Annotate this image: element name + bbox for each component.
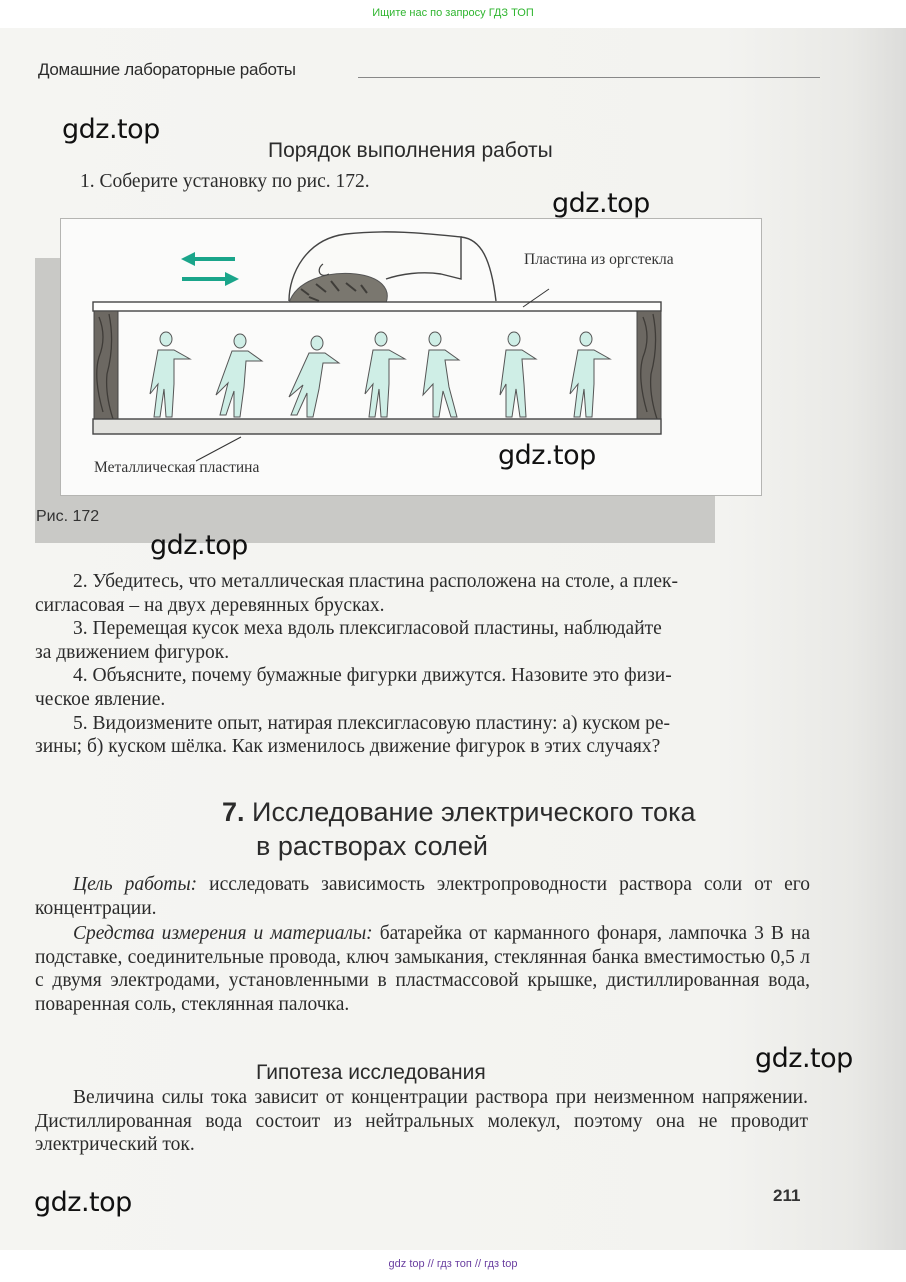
header-rule: [358, 77, 820, 78]
step-2: 2. Убедитесь, что металлическая пластина…: [35, 571, 678, 616]
plexiglass-plate: [92, 301, 662, 312]
procedure-title: Порядок выполнения работы: [268, 139, 553, 162]
hand-with-fur-icon: [288, 231, 497, 304]
figure-172: Пластина из оргстекла Металлическая плас…: [60, 218, 762, 496]
metal-plate: [92, 418, 662, 435]
watermark-stamp: gdz.top: [552, 188, 650, 219]
step-5: 5. Видоизмените опыт, натирая плексиглас…: [35, 712, 670, 758]
paper-figures: [149, 331, 612, 418]
watermark-stamp: gdz.top: [498, 440, 596, 471]
goal-paragraph: Цель работы: исследовать зависимость эле…: [35, 873, 810, 920]
materials-label: Средства измерения и материалы:: [73, 923, 373, 944]
top-watermark: Ищите нас по запросу ГДЗ ТОП: [372, 7, 534, 19]
steps-list: 2. Убедитесь, что металлическая пластина…: [35, 570, 813, 759]
watermark-stamp: gdz.top: [34, 1187, 132, 1218]
label-metal-plate: Металлическая пластина: [94, 459, 260, 476]
experiment-illustration: [92, 231, 662, 462]
hypothesis-paragraph: Величина силы тока зависит от концентрац…: [35, 1086, 808, 1157]
step-3: 3. Перемещая кусок меха вдоль плексиглас…: [35, 618, 662, 663]
chapter-number: 7.: [222, 797, 245, 827]
figure-caption: Рис. 172: [36, 508, 100, 525]
materials-text: батарейка от карманного фонаря, лампочка…: [35, 923, 810, 1015]
bottom-watermark: gdz top // гдз топ // гдз top: [388, 1258, 518, 1270]
watermark-stamp: gdz.top: [62, 114, 160, 145]
step-1: 1. Соберите установку по рис. 172.: [80, 171, 370, 192]
materials-paragraph: Средства измерения и материалы: батарейк…: [35, 922, 810, 1016]
hypothesis-text: Величина силы тока зависит от концентрац…: [35, 1087, 808, 1156]
label-plexiglass: Пластина из оргстекла: [524, 251, 674, 268]
chapter-heading: 7. Исследование электрического тока в ра…: [222, 795, 696, 863]
leader-line-top: [522, 288, 550, 308]
hypothesis-title: Гипотеза исследования: [256, 1061, 486, 1084]
chapter-title-line2: в растворах солей: [256, 831, 488, 861]
step-4: 4. Объясните, почему бумажные фигурки дв…: [35, 665, 672, 710]
top-banner: Ищите нас по запросу ГДЗ ТОП: [0, 0, 906, 28]
page-number: 211: [773, 1186, 801, 1205]
leader-line-bottom: [195, 436, 242, 462]
running-head: Домашние лабораторные работы: [38, 60, 296, 79]
motion-arrows-icon: [181, 252, 239, 286]
goal-label: Цель работы:: [73, 874, 198, 895]
watermark-stamp: gdz.top: [150, 530, 248, 561]
goal-text: исследовать зависимость электропроводнос…: [35, 874, 810, 919]
watermark-stamp: gdz.top: [755, 1043, 853, 1074]
chapter-title-line1: Исследование электрического тока: [252, 797, 696, 827]
